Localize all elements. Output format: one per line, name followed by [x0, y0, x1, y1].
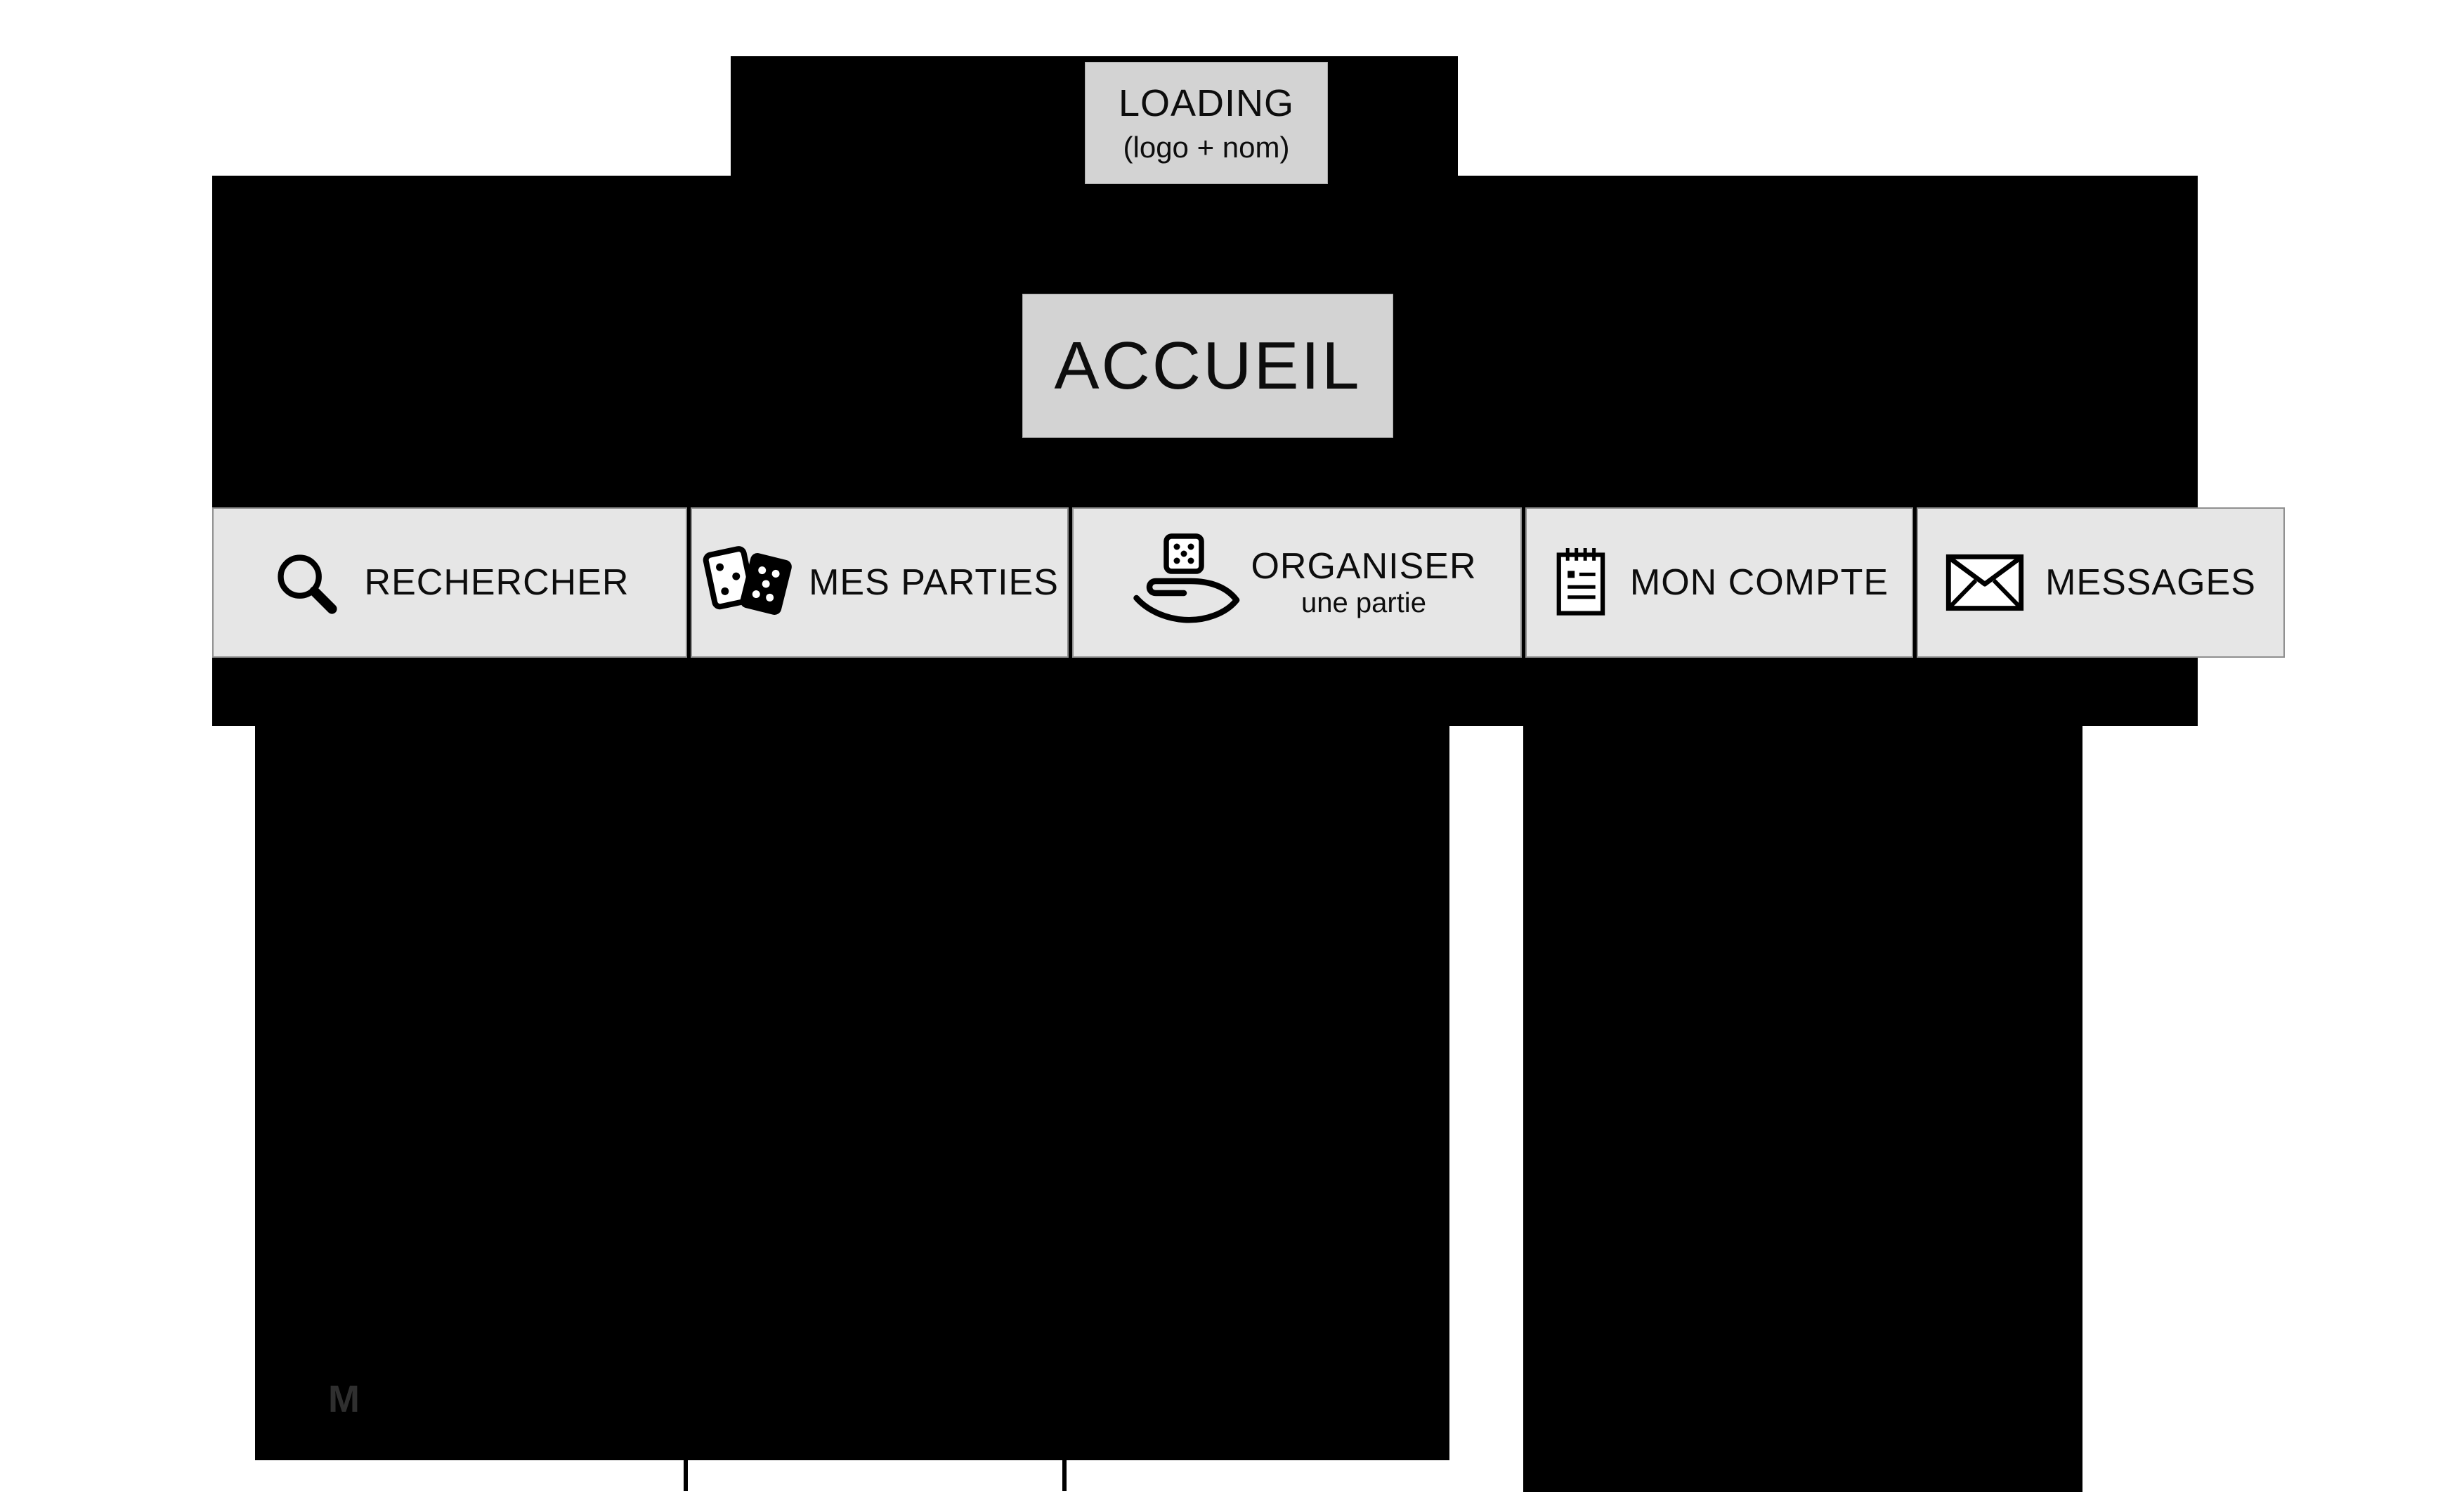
nav-sublabel-organiser: une partie: [1301, 587, 1426, 618]
nav-label-rechercher: RECHERCHER: [364, 562, 630, 603]
nav-label-organiser: ORGANISER: [1251, 546, 1477, 587]
page-title: ACCUEIL: [1022, 294, 1393, 438]
notepad-icon: [1550, 545, 1615, 620]
nav-item-messages[interactable]: MESSAGES: [1917, 507, 2285, 658]
loading-logo-box: LOADING (logo + nom): [1085, 62, 1328, 184]
nav-item-rechercher[interactable]: RECHERCHER: [212, 507, 687, 658]
nav-item-organiser[interactable]: ORGANISER une partie: [1072, 507, 1522, 658]
content-panel-right: [1523, 726, 2082, 1492]
nav-item-mes-parties[interactable]: MES PARTIES: [691, 507, 1069, 658]
column-divider-tick-2: [1062, 1446, 1067, 1491]
search-icon: [270, 547, 341, 618]
column-divider-tick-1: [684, 1446, 688, 1491]
hand-die-icon: [1117, 533, 1244, 632]
loading-title: LOADING: [1118, 82, 1295, 124]
nav-item-mon-compte[interactable]: MON COMPTE: [1525, 507, 1913, 658]
watermark: M: [328, 1378, 361, 1420]
nav-label-mes-parties: MES PARTIES: [809, 562, 1059, 603]
envelope-icon: [1945, 554, 2024, 611]
main-navbar: RECHERCHER: [212, 507, 2285, 658]
loading-subtitle: (logo + nom): [1123, 131, 1290, 164]
cards-dice-icon: [700, 537, 799, 628]
nav-label-mon-compte: MON COMPTE: [1629, 562, 1889, 603]
nav-label-messages: MESSAGES: [2045, 562, 2256, 603]
content-panel-left: [255, 726, 1449, 1460]
